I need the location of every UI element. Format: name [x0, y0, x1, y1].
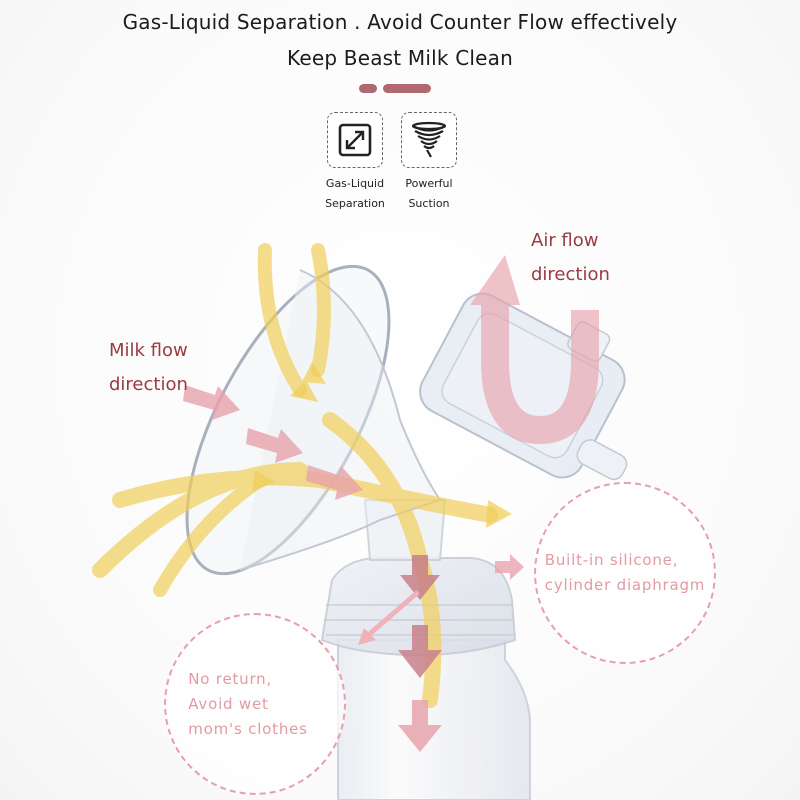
divider-pill-short [359, 84, 377, 93]
air-flow-label: Air flow direction [531, 224, 610, 292]
feature-label-line1: Gas-Liquid [325, 177, 385, 190]
headline-line-2: Keep Beast Milk Clean [287, 46, 513, 70]
feature-label-line2: Suction [408, 197, 450, 210]
no-return-callout-line1: No return, [188, 669, 273, 688]
feature-icon-box [401, 112, 457, 168]
milk-flow-label-line1: Milk flow [109, 340, 188, 361]
feature-label-line1: Powerful [405, 177, 453, 190]
diaphragm-callout-line2: cylinder diaphragm [544, 576, 706, 594]
milk-flow-label-line2: direction [109, 374, 188, 395]
divider-pill-long [383, 84, 431, 93]
feature-powerful-suction: Powerful Suction [397, 112, 461, 214]
feature-gas-liquid-separation: Gas-Liquid Separation [323, 112, 387, 214]
tornado-suction-icon [411, 121, 447, 158]
feature-label-line2: Separation [325, 197, 385, 210]
headline-line-1: Gas-Liquid Separation . Avoid Counter Fl… [122, 10, 678, 34]
diaphragm-callout: Built-in silicone, cylinder diaphragm [534, 482, 716, 664]
air-flow-label-line1: Air flow [531, 230, 599, 251]
no-return-callout: No return, Avoid wet mom's clothes [164, 613, 346, 795]
milk-flow-label: Milk flow direction [109, 334, 188, 402]
no-return-callout-line3: mom's clothes [188, 719, 308, 738]
feature-icon-box [327, 112, 383, 168]
air-flow-label-line2: direction [531, 264, 610, 285]
no-return-callout-line2: Avoid wet [188, 694, 269, 713]
diaphragm-callout-line1: Built-in silicone, [544, 551, 679, 569]
expand-arrows-icon [338, 123, 372, 157]
